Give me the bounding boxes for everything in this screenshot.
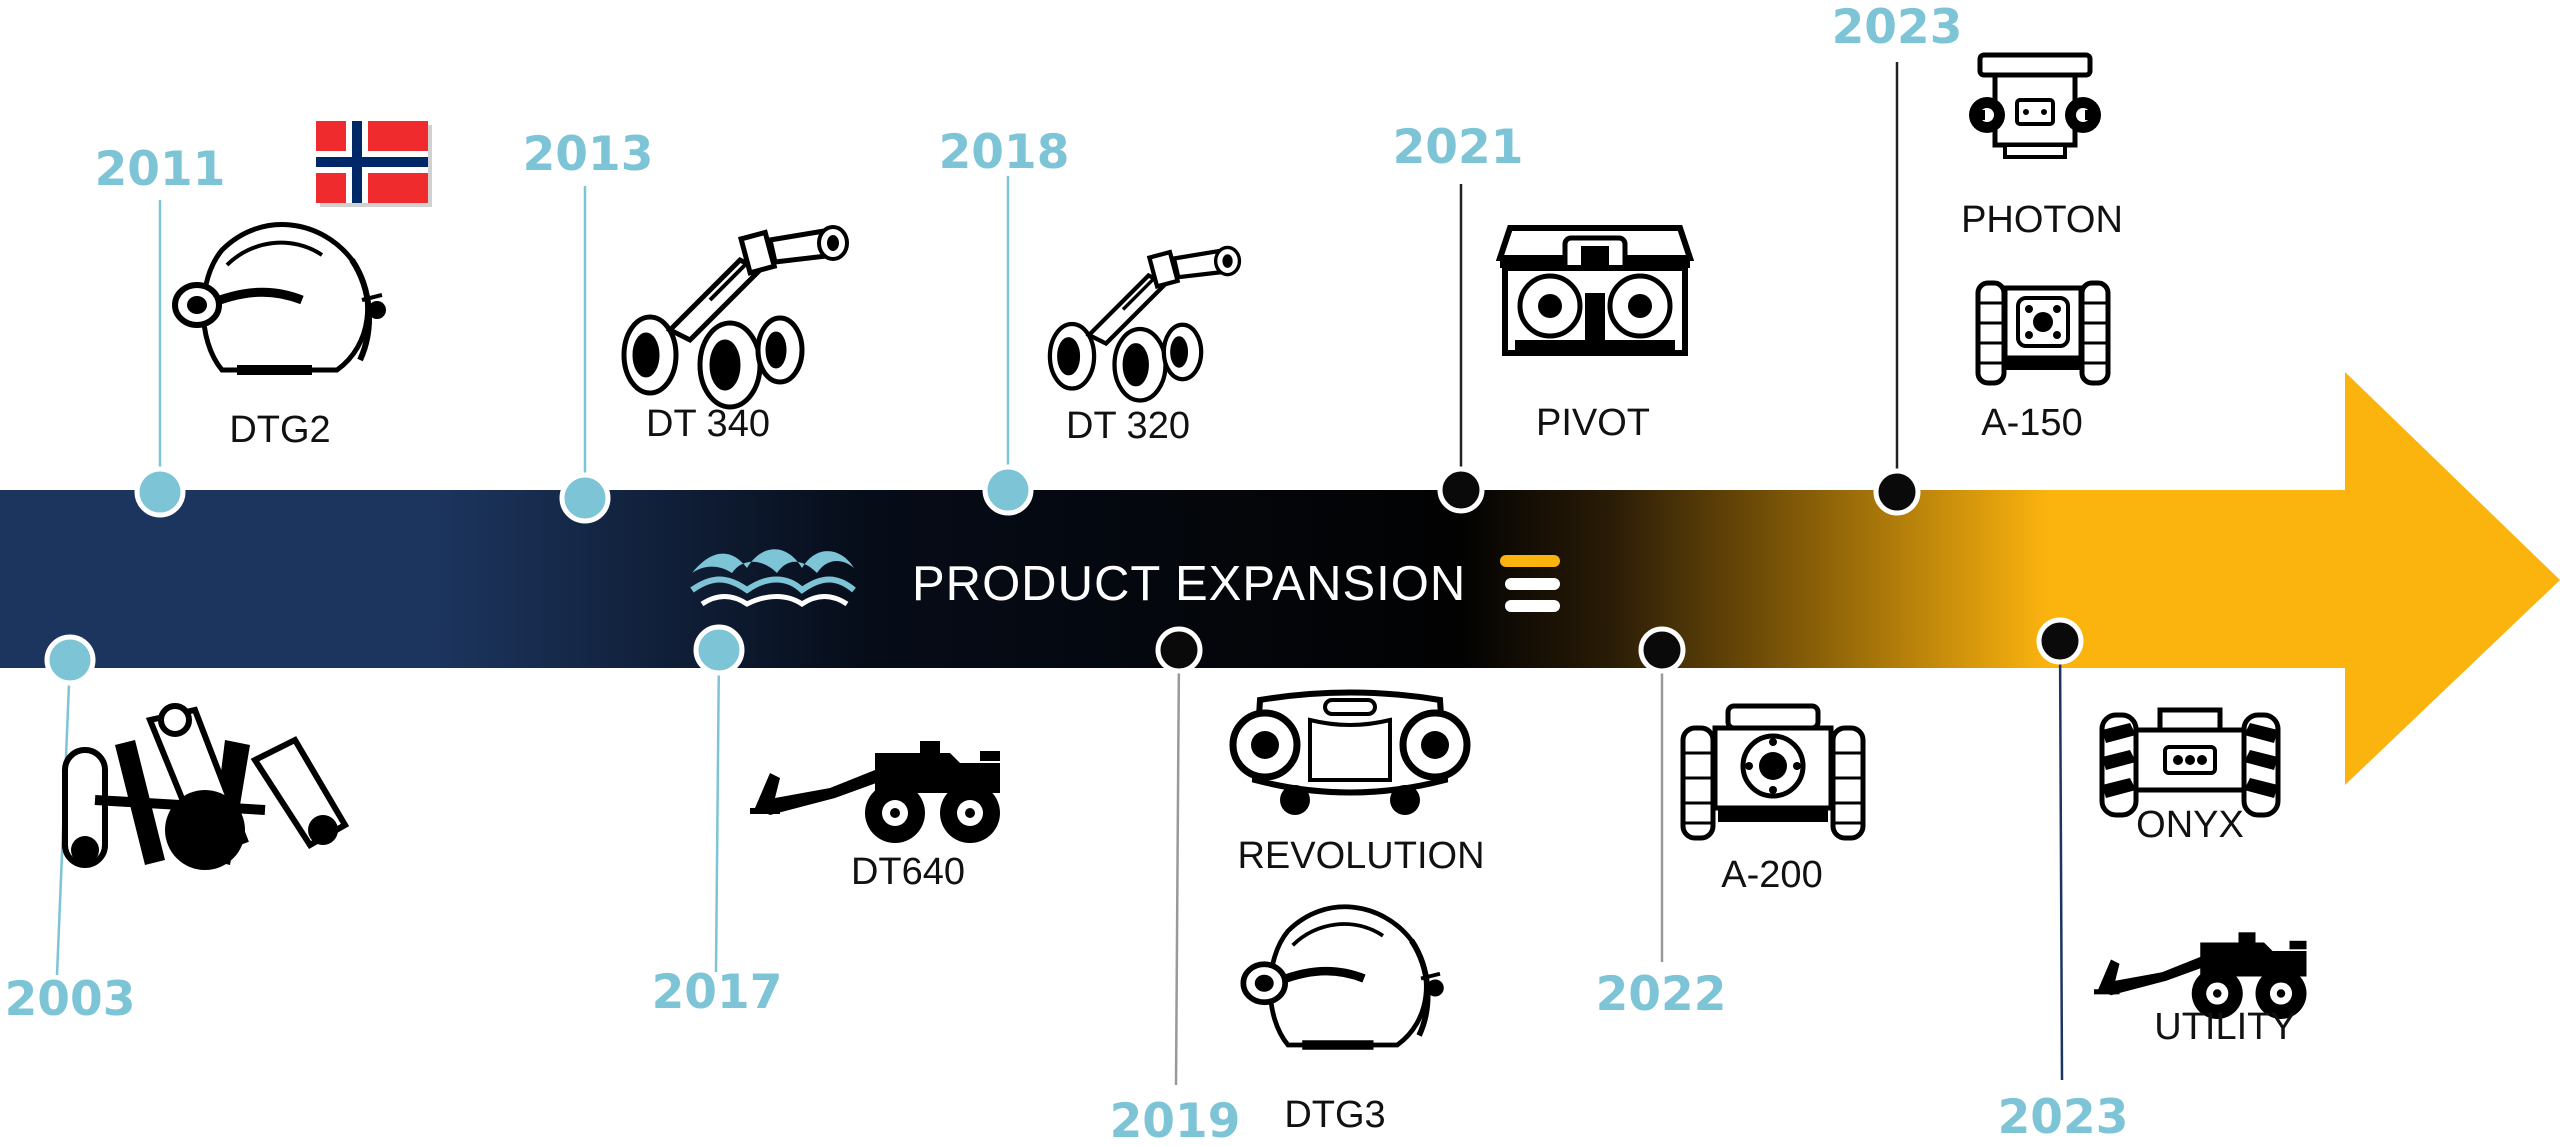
year-2023-top: 2023 <box>1832 0 1963 55</box>
compact-rov-icon <box>1243 907 1443 1050</box>
marker-2018 <box>982 464 1034 516</box>
compact-rov-icon <box>175 225 386 375</box>
pipe-crawler-icon <box>1050 247 1240 400</box>
label-a200: A-200 <box>1721 854 1822 896</box>
label-dt320: DT 320 <box>1066 405 1190 447</box>
timeline-arrow <box>0 372 2560 785</box>
label-revolution: REVOLUTION <box>1237 835 1484 877</box>
year-2011: 2011 <box>95 142 226 197</box>
marker-2021 <box>1437 466 1485 514</box>
pivot-rov-icon <box>1500 228 1690 353</box>
a200-crawler-icon <box>1683 706 1863 838</box>
twin-cylinder-rov-icon <box>65 706 345 870</box>
label-dtg3: DTG3 <box>1284 1094 1385 1136</box>
diagram-title: PRODUCT EXPANSION <box>912 557 1466 611</box>
crawler-arm-icon <box>750 741 1000 843</box>
marker-2019 <box>1155 626 1203 674</box>
photon-rov-icon <box>1969 55 2101 157</box>
stripes-icon <box>1500 555 1560 612</box>
connector-lines <box>55 62 2064 1086</box>
marker-2022 <box>1638 626 1686 674</box>
label-a150: A-150 <box>1981 402 2082 444</box>
label-dt340: DT 340 <box>646 403 770 445</box>
label-pivot: PIVOT <box>1536 402 1650 444</box>
marker-2023-top <box>1873 468 1921 516</box>
norway-flag-icon <box>316 121 432 207</box>
year-2019: 2019 <box>1110 1094 1241 1146</box>
marker-2003 <box>44 634 96 686</box>
year-2018: 2018 <box>939 125 1070 180</box>
marker-2023-bottom <box>2036 617 2084 665</box>
onyx-crawler-icon <box>2102 710 2278 815</box>
timeline-markers <box>44 464 2084 686</box>
marker-2017 <box>693 624 745 676</box>
label-dt640: DT640 <box>851 851 965 893</box>
year-2003: 2003 <box>5 972 136 1027</box>
pipe-crawler-icon <box>624 227 847 407</box>
year-2023-bottom: 2023 <box>1998 1090 2129 1145</box>
revolution-rov-icon <box>1233 693 1467 816</box>
label-dtg2: DTG2 <box>229 409 330 451</box>
year-2017: 2017 <box>652 965 783 1020</box>
label-utility: UTILITY <box>2154 1006 2295 1048</box>
year-2013: 2013 <box>523 127 654 182</box>
marker-2011 <box>134 466 186 518</box>
label-photon: PHOTON <box>1961 199 2123 241</box>
year-2022: 2022 <box>1596 967 1727 1022</box>
label-onyx: ONYX <box>2136 804 2244 846</box>
a150-crawler-icon <box>1978 283 2108 383</box>
year-2021: 2021 <box>1393 120 1524 175</box>
marker-2013 <box>559 472 611 524</box>
